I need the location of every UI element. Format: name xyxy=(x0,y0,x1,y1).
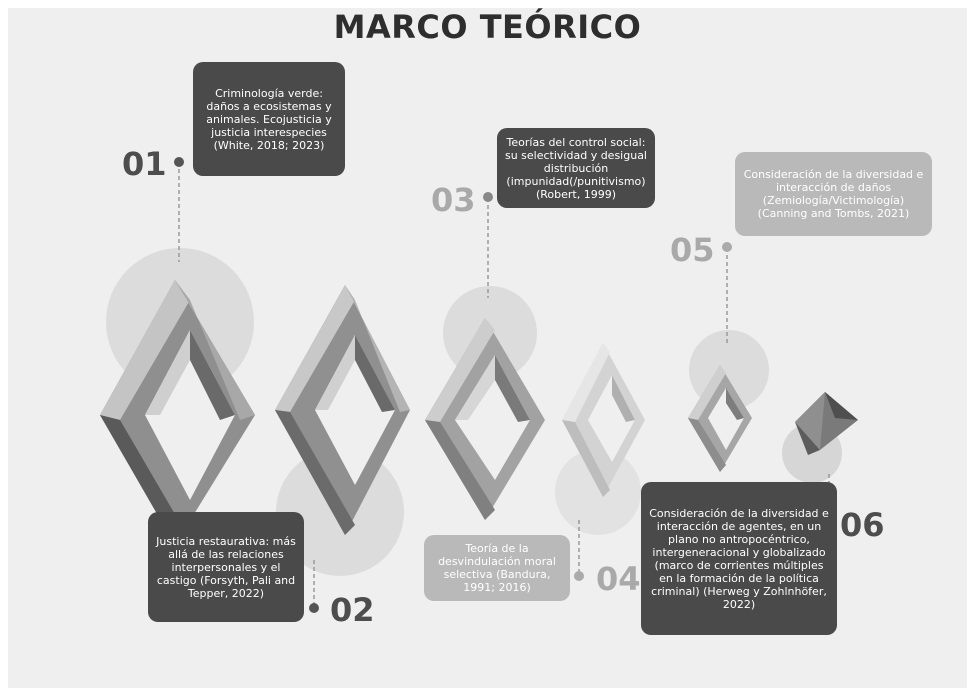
diamond-03 xyxy=(425,318,545,520)
diamond-05 xyxy=(688,365,752,472)
item-text-01: Criminología verde: daños a ecosistemas … xyxy=(193,62,345,176)
item-number-01: 01 xyxy=(122,145,167,183)
page-title: MARCO TEÓRICO xyxy=(333,8,642,46)
item-number-04: 04 xyxy=(596,560,641,598)
item-number-06: 06 xyxy=(840,506,885,544)
item-text-03: Teorías del control social: su selectivi… xyxy=(497,128,655,208)
diamond-01 xyxy=(100,280,255,545)
item-text-02: Justicia restaurativa: más allá de las r… xyxy=(148,512,304,622)
circle-04 xyxy=(555,449,641,535)
pyramid-06 xyxy=(795,392,858,455)
connector-dot-01 xyxy=(174,157,184,167)
diamond-02 xyxy=(275,285,410,535)
item-number-05: 05 xyxy=(670,231,715,269)
item-number-02: 02 xyxy=(330,591,375,629)
connector-dot-04 xyxy=(574,571,584,581)
item-number-03: 03 xyxy=(431,181,476,219)
connector-dot-03 xyxy=(483,192,493,202)
item-text-06: Consideración de la diversidad e interac… xyxy=(641,482,837,635)
item-text-05: Consideración de la diversidad e interac… xyxy=(735,152,932,236)
connector-dot-05 xyxy=(722,242,732,252)
diamond-04 xyxy=(562,343,645,497)
item-text-04: Teoría de la desvindulación moral select… xyxy=(424,535,570,601)
connector-dot-02 xyxy=(309,603,319,613)
